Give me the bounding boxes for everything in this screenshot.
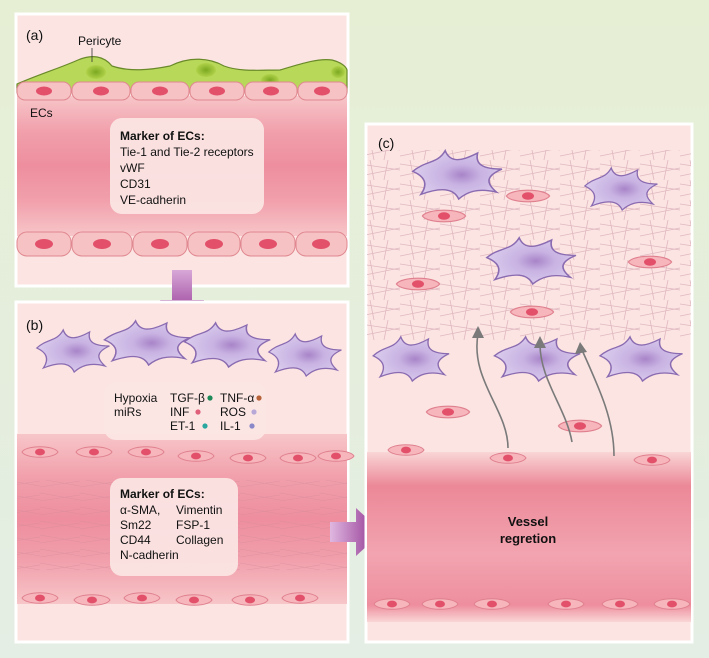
marker-a-1: Tie-1 and Tie-2 receptors bbox=[120, 145, 254, 159]
factor-il1: IL-1 bbox=[220, 419, 241, 433]
factor-mirs: miRs bbox=[114, 405, 141, 419]
vessel-regression-line-1: Vessel bbox=[508, 514, 549, 529]
marker-box-b: Marker of ECs: α-SMA, Sm22 CD44 N-cadher… bbox=[110, 478, 238, 576]
panel-b-label: (b) bbox=[26, 317, 43, 333]
ec-row-top-a bbox=[16, 81, 348, 101]
marker-title-b: Marker of ECs: bbox=[120, 487, 205, 501]
panel-b: (b) Hypoxia miRs TGF-β TNF-α INF ROS ET-… bbox=[14, 300, 355, 644]
factor-tgf: TGF-β bbox=[170, 391, 205, 405]
ec-row-bottom-a bbox=[16, 231, 348, 257]
dot-ros bbox=[251, 409, 257, 415]
marker-a-2: vWF bbox=[120, 161, 145, 175]
pericyte-label: Pericyte bbox=[78, 34, 122, 48]
migration-arrows bbox=[476, 333, 615, 457]
marker-b-left-4: N-cadherin bbox=[120, 548, 179, 562]
vessel-remnant bbox=[367, 452, 691, 622]
vessel-regression-line-2: regretion bbox=[500, 531, 556, 546]
marker-b-left-2: Sm22 bbox=[120, 518, 152, 532]
panel-c: (c) Vessel regretion bbox=[364, 122, 694, 644]
panel-c-label: (c) bbox=[378, 135, 394, 151]
dot-inf bbox=[195, 409, 201, 415]
factor-tnf: TNF-α bbox=[220, 391, 254, 405]
marker-b-left-1: α-SMA, bbox=[120, 503, 160, 517]
dot-tnf bbox=[256, 395, 262, 401]
dot-et1 bbox=[202, 423, 208, 429]
marker-a-4: VE-cadherin bbox=[120, 193, 186, 207]
marker-b-left-3: CD44 bbox=[120, 533, 151, 547]
marker-b-right-1: Vimentin bbox=[176, 503, 222, 517]
marker-title-a: Marker of ECs: bbox=[120, 129, 205, 143]
factor-box: Hypoxia miRs TGF-β TNF-α INF ROS ET-1 IL… bbox=[104, 382, 266, 440]
marker-box-a: Marker of ECs: Tie-1 and Tie-2 receptors… bbox=[110, 118, 264, 214]
factor-ros: ROS bbox=[220, 405, 246, 419]
marker-a-3: CD31 bbox=[120, 177, 151, 191]
marker-b-right-3: Collagen bbox=[176, 533, 223, 547]
ecs-label: ECs bbox=[30, 106, 53, 120]
marker-b-right-2: FSP-1 bbox=[176, 518, 210, 532]
dot-il1 bbox=[249, 423, 255, 429]
panel-a: (a) Pericyte ECs Marker of ECs: Tie-1 an… bbox=[14, 12, 350, 288]
migration-arrowheads bbox=[472, 326, 587, 354]
panel-a-label: (a) bbox=[26, 27, 43, 43]
factor-hypoxia: Hypoxia bbox=[114, 391, 158, 405]
dot-tgf bbox=[207, 395, 213, 401]
factor-inf: INF bbox=[170, 405, 189, 419]
factor-et1: ET-1 bbox=[170, 419, 196, 433]
